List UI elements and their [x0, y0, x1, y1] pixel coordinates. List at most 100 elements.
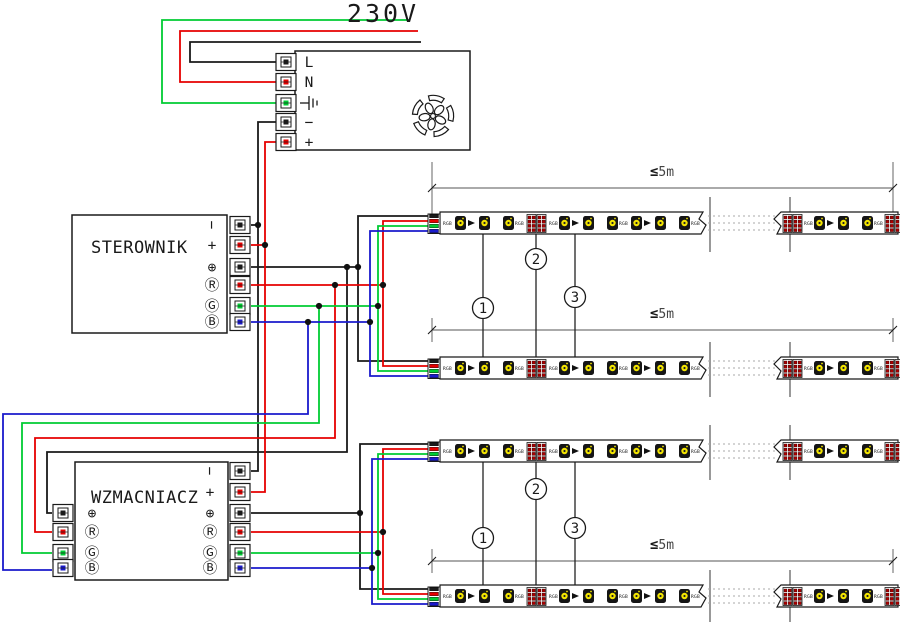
- led-pad: [821, 362, 823, 365]
- led-module: [503, 444, 514, 458]
- wire-red: [251, 141, 276, 493]
- led-pad: [686, 445, 688, 448]
- connector-pin: [890, 597, 894, 601]
- direction-arrow-icon: [827, 220, 834, 226]
- connector-pin: [895, 228, 900, 232]
- wire-black: [357, 215, 428, 362]
- led-module: [559, 444, 570, 458]
- led-die: [563, 221, 566, 225]
- connector-body: [526, 587, 537, 606]
- led-pad: [845, 590, 847, 593]
- led-module: [679, 216, 690, 230]
- connector-pin: [798, 224, 802, 228]
- strip-connector-8pin: [536, 442, 547, 461]
- led-pad: [590, 217, 592, 220]
- connector-pin: [885, 224, 890, 228]
- connector-pin: [532, 601, 536, 605]
- connector-pin: [798, 597, 802, 601]
- led-module: [631, 589, 642, 603]
- connector-pin: [527, 448, 532, 452]
- connector-pin: [527, 215, 532, 220]
- led-pad: [510, 590, 512, 593]
- connector-pin: [793, 369, 798, 373]
- connector-pin: [532, 369, 536, 373]
- strip-connector-8pin: [526, 442, 537, 461]
- connector-pin: [890, 601, 894, 605]
- led-die: [483, 366, 486, 370]
- connector-pin: [798, 365, 802, 369]
- strip-marking-text: RGB: [874, 221, 883, 227]
- connector-pin: [783, 456, 788, 460]
- led-module: [862, 444, 873, 458]
- connector-pin: [895, 224, 900, 228]
- connector-pin: [793, 224, 798, 228]
- direction-arrow-icon: [468, 448, 475, 454]
- led-module: [838, 216, 849, 230]
- connector-pin: [532, 215, 536, 220]
- connector-pin: [527, 588, 532, 593]
- connector-pin: [788, 443, 792, 448]
- fan-icon: [411, 94, 455, 138]
- led-pad: [662, 445, 664, 448]
- connector-pin: [783, 597, 788, 601]
- led-die: [483, 594, 486, 598]
- wire-red: [34, 285, 336, 533]
- connector-pin: [542, 601, 546, 605]
- connector-pin-blue: [429, 457, 439, 462]
- connector-pin: [527, 373, 532, 377]
- connector-pin: [542, 443, 546, 448]
- junction-dot: [374, 549, 382, 557]
- connector-pin: [890, 365, 894, 369]
- terminal-label: +: [206, 485, 215, 501]
- strip-connector-4pin: [427, 441, 441, 462]
- connector-pin: [783, 224, 788, 228]
- led-pad: [686, 362, 688, 365]
- connector-pin: [532, 588, 536, 593]
- connector-pin: [798, 456, 802, 460]
- connector-pin: [895, 601, 900, 605]
- wire-black: [46, 267, 348, 514]
- connector-pin: [885, 588, 890, 593]
- connector-pin: [798, 219, 802, 224]
- dimension-label: ≤5m: [650, 164, 674, 180]
- connector-pin: [788, 593, 792, 597]
- connector-pin: [788, 601, 792, 605]
- strip-marking-text: RGB: [515, 594, 524, 600]
- strip-connector-4pin: [427, 358, 441, 379]
- callout-number: 2: [532, 482, 540, 498]
- wire-red: [382, 448, 428, 595]
- connector-pin-red: [429, 218, 439, 223]
- fan-blade: [427, 94, 446, 104]
- junction-dot: [354, 263, 362, 271]
- connector-pin: [537, 443, 542, 448]
- led-die: [611, 594, 614, 598]
- direction-arrow-icon: [644, 220, 651, 226]
- connector-body: [792, 442, 803, 461]
- wire-black: [189, 41, 421, 63]
- led-pad: [486, 590, 488, 593]
- strip-connector-8pin: [792, 587, 803, 606]
- led-die: [563, 594, 566, 598]
- connector-pin: [895, 360, 900, 365]
- led-die: [842, 449, 845, 453]
- led-pad: [662, 362, 664, 365]
- connector-pin: [537, 224, 542, 228]
- strip-marking-text: RGB: [549, 366, 558, 372]
- led-die: [866, 366, 869, 370]
- connector-pin-red: [429, 364, 439, 369]
- led-pad: [869, 362, 871, 365]
- led-pad: [590, 445, 592, 448]
- controller-terminal: Ⓡ: [205, 275, 251, 295]
- amplifier-left-terminal: Ⓖ: [52, 543, 99, 563]
- connector-body: [884, 587, 895, 606]
- strip-connector-8pin: [782, 442, 793, 461]
- connector-pin: [793, 597, 798, 601]
- led-module: [559, 361, 570, 375]
- led-die: [635, 366, 638, 370]
- connector-pin: [537, 452, 542, 456]
- connector-pin: [890, 369, 894, 373]
- connector-pin: [542, 373, 546, 377]
- led-module: [607, 216, 618, 230]
